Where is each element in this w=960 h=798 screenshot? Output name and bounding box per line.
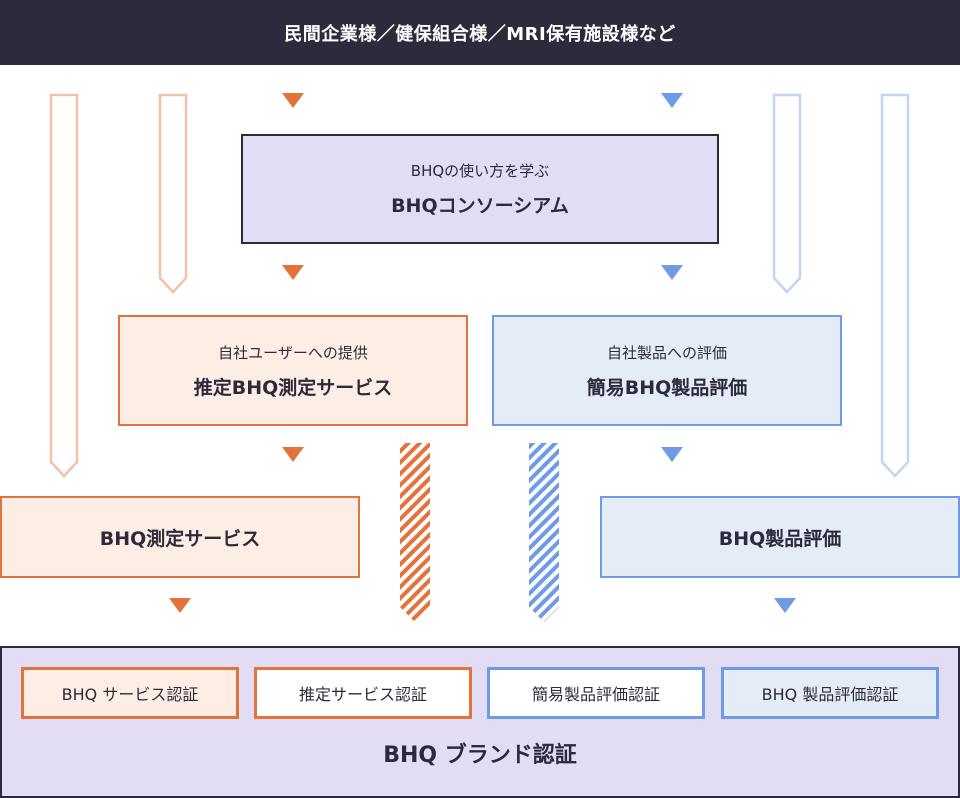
triangle-blue-4 xyxy=(774,598,796,613)
triangle-blue-1 xyxy=(661,93,683,108)
estimated-service-box: 自社ユーザーへの提供 推定BHQ測定サービス xyxy=(118,315,468,426)
cert-estimated-service: 推定サービス認証 xyxy=(254,667,472,719)
consortium-subtitle: BHQの使い方を学ぶ xyxy=(410,162,550,180)
outline-arrow-left-short xyxy=(158,93,188,294)
triangle-orange-1 xyxy=(282,93,304,108)
triangle-orange-3 xyxy=(282,447,304,462)
cert-simple-product-eval-label: 簡易製品評価認証 xyxy=(531,685,660,704)
outline-arrow-left-long xyxy=(49,93,79,478)
measurement-service-box: BHQ測定サービス xyxy=(0,496,360,578)
measurement-service-title: BHQ測定サービス xyxy=(99,527,261,550)
outline-arrow-right-long xyxy=(880,93,910,478)
cert-bhq-product-eval: BHQ 製品評価認証 xyxy=(721,667,939,719)
triangle-orange-2 xyxy=(282,265,304,280)
cert-bhq-service-label: BHQ サービス認証 xyxy=(61,685,199,704)
hatched-arrow-blue xyxy=(529,443,559,622)
product-eval-title: BHQ製品評価 xyxy=(718,527,842,550)
consortium-box: BHQの使い方を学ぶ BHQコンソーシアム xyxy=(241,134,719,244)
simple-eval-subtitle: 自社製品への評価 xyxy=(606,343,727,362)
triangle-blue-3 xyxy=(661,447,683,462)
estimated-service-subtitle: 自社ユーザーへの提供 xyxy=(218,343,368,362)
consortium-title: BHQコンソーシアム xyxy=(391,195,569,217)
audience-title: 民間企業様／健保組合様／MRI保有施設様など xyxy=(284,23,676,45)
triangle-orange-4 xyxy=(169,598,191,613)
cert-bhq-product-eval-label: BHQ 製品評価認証 xyxy=(761,685,899,704)
triangle-blue-2 xyxy=(661,265,683,280)
estimated-service-title: 推定BHQ測定サービス xyxy=(193,376,393,399)
cert-estimated-service-label: 推定サービス認証 xyxy=(298,685,427,704)
product-eval-box: BHQ製品評価 xyxy=(600,496,960,578)
simple-eval-box: 自社製品への評価 簡易BHQ製品評価 xyxy=(492,315,842,426)
brand-title: BHQ ブランド認証 xyxy=(383,743,577,768)
hatched-arrow-orange xyxy=(400,443,430,622)
cert-bhq-service: BHQ サービス認証 xyxy=(21,667,239,719)
cert-simple-product-eval: 簡易製品評価認証 xyxy=(487,667,705,719)
outline-arrow-right-short xyxy=(772,93,802,294)
audience-header: 民間企業様／健保組合様／MRI保有施設様など xyxy=(0,0,960,65)
simple-eval-title: 簡易BHQ製品評価 xyxy=(586,376,748,399)
